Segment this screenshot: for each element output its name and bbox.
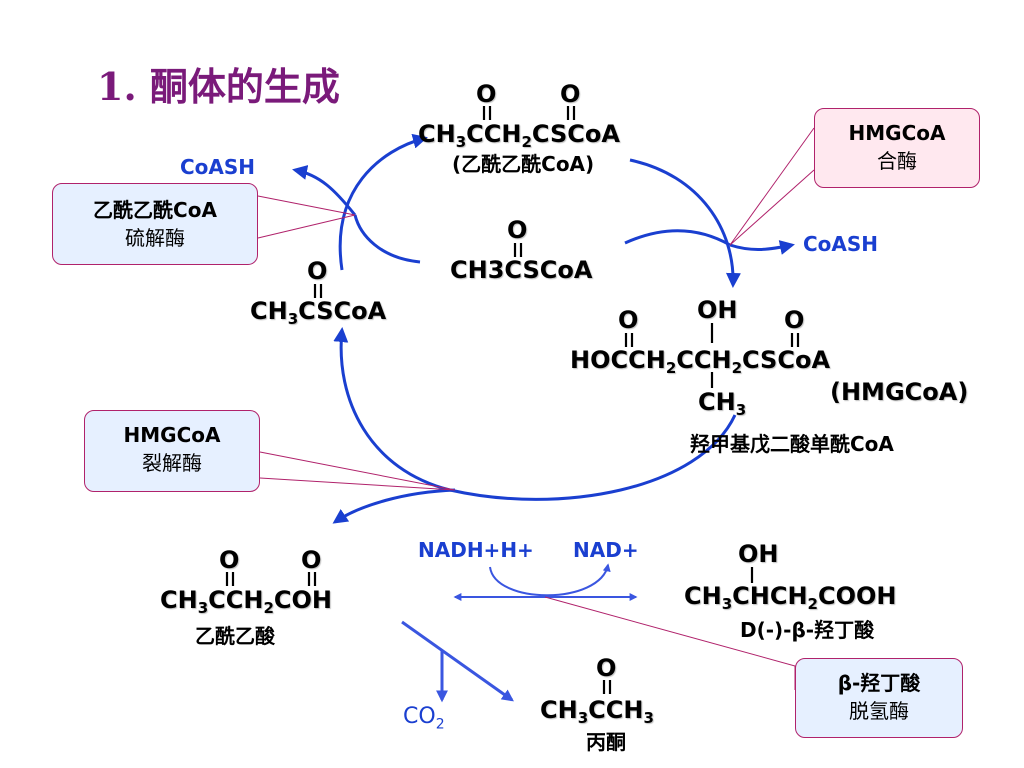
hmgcoa-label: (HMGCoA) <box>830 378 969 406</box>
enzyme-hmg-lyase-box: HMGCoA 裂解酶 <box>84 410 260 492</box>
hmgcoa-formula: HOCCH2CCH2CSCoA <box>570 346 831 377</box>
hmgcoa-methyl: CH3 <box>698 388 747 419</box>
arrow-acetyl-join-right <box>624 229 731 247</box>
atom-o: O <box>476 80 497 108</box>
single-bonds <box>710 323 754 583</box>
acetoacetic-acid-formula: CH3CCH2COH <box>160 586 332 617</box>
arrow-to-acetone <box>401 620 514 702</box>
hmgcoa-name: 羟甲基戊二酸单酰CoA <box>690 432 894 456</box>
enzyme-hmg-lyase-line2: 裂解酶 <box>142 451 202 475</box>
nadh-label: NADH+H+ <box>418 538 534 562</box>
atom-o: O <box>596 654 617 682</box>
atom-o: O <box>307 257 328 285</box>
atom-o: O <box>618 306 639 334</box>
arrow-nadh-nad <box>489 563 611 597</box>
hydroxybutyric-formula: CH3CHCH2COOH <box>684 582 897 613</box>
enzyme-hmg-synthase-line1: HMGCoA <box>848 121 946 145</box>
arrow-to-acetyl-coa-left <box>333 327 737 501</box>
arrow-coash-right <box>729 240 795 255</box>
enzyme-thiolase-box: 乙酰乙酰CoA 硫解酶 <box>52 183 258 265</box>
acetone-formula: CH3CCH3 <box>540 696 654 727</box>
acetyl-coa-center-formula: CH3CSCoA <box>450 256 593 284</box>
enzyme-hmg-lyase-line1: HMGCoA <box>123 423 221 447</box>
callout-hmg-synthase <box>729 127 815 246</box>
arrow-to-acetoacetic-acid <box>332 488 456 524</box>
enzyme-bhb-dehydrogenase-box: β-羟丁酸 脱氢酶 <box>795 658 963 738</box>
atom-oh: OH <box>738 540 779 568</box>
atom-oh: OH <box>697 296 738 324</box>
arrow-coash-left <box>292 165 357 216</box>
enzyme-hmg-synthase-line2: 合酶 <box>877 149 917 173</box>
enzyme-thiolase-line2: 硫解酶 <box>125 226 185 250</box>
atom-o: O <box>301 546 322 574</box>
acetoacetyl-coa-name: (乙酰乙酰CoA) <box>452 152 595 176</box>
co2-label: CO2 <box>403 704 445 733</box>
callout-thiolase <box>257 195 356 239</box>
atom-o: O <box>784 306 805 334</box>
double-bonds <box>225 106 800 694</box>
coash-right-label: CoASH <box>803 232 879 256</box>
atom-o: O <box>507 216 528 244</box>
callout-hmg-lyase <box>259 451 456 491</box>
acetyl-coa-left-formula: CH3CSCoA <box>250 297 387 328</box>
coash-left-label: CoASH <box>180 155 256 179</box>
nad-label: NAD+ <box>573 538 639 562</box>
enzyme-bhb-dehydrogenase-line2: 脱氢酶 <box>849 699 909 723</box>
arrow-to-acetoacetyl-coa <box>338 133 428 271</box>
atom-o: O <box>219 546 240 574</box>
acetoacetyl-coa-formula: CH3CCH2CSCoA <box>418 120 620 151</box>
acetoacetic-acid-name: 乙酰乙酸 <box>195 624 275 648</box>
acetone-name: 丙酮 <box>586 730 626 754</box>
enzyme-bhb-dehydrogenase-line1: β-羟丁酸 <box>837 671 921 695</box>
enzyme-hmg-synthase-box: HMGCoA 合酶 <box>814 108 980 188</box>
hydroxybutyric-name: D(-)-β-羟丁酸 <box>740 618 875 642</box>
arrow-to-hmgcoa <box>629 158 741 288</box>
atom-o: O <box>560 80 581 108</box>
page-title: 1. 酮体的生成 <box>97 64 340 109</box>
arrow-acetyl-join-left <box>353 214 421 264</box>
enzyme-thiolase-line1: 乙酰乙酰CoA <box>93 198 217 222</box>
